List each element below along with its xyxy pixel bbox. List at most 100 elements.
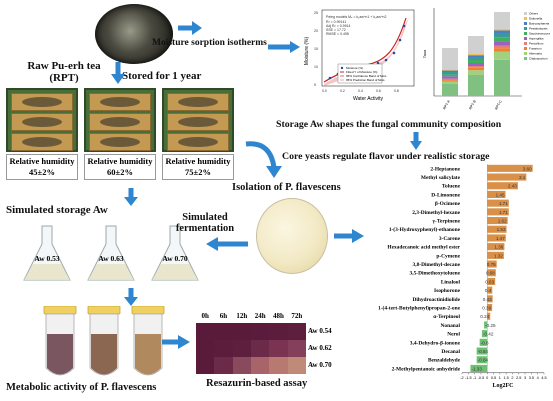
assay-well [269, 340, 288, 357]
legend-label: Others [529, 12, 539, 16]
log2fc-bar [487, 312, 491, 320]
assay-well [196, 357, 215, 374]
isotherm-legend-1: Fitted Y of Moisture (%) [346, 70, 377, 74]
stacked-bar-segment [468, 54, 484, 56]
legend-swatch [524, 52, 527, 55]
x-tick-label: 1 [499, 376, 501, 380]
stacked-bar-segment [494, 28, 510, 31]
compound-label: 3,8-Dimethyl-decane [413, 262, 461, 268]
stacked-bar-segment [494, 48, 510, 52]
stacked-bar-segment [468, 63, 484, 66]
value-label: 1.71 [499, 201, 508, 206]
assay-well [214, 340, 233, 357]
flask-liquid [152, 264, 198, 280]
x-tick-label: 2.5 [516, 376, 521, 380]
log2fc-bar [487, 190, 506, 198]
storage-boxes [6, 88, 236, 186]
stacked-bar-segment [494, 51, 510, 60]
svg-text:SSE = 17.72: SSE = 17.72 [326, 28, 346, 32]
value-label: 1.53 [497, 227, 506, 232]
x-tick-label: 0.5 [491, 376, 496, 380]
fungal-ylabel: Taxa [422, 49, 427, 58]
log2fc-bar [479, 338, 488, 346]
value-label: 1.62 [498, 218, 507, 223]
simulated-fermentation-label: Simulated fermentation [175, 212, 235, 234]
flask-aw-label: Aw 0.63 [98, 254, 124, 263]
assay-well [269, 357, 288, 374]
value-label: -0.84 [478, 349, 489, 354]
value-label: 1.71 [499, 210, 508, 215]
storage-box [84, 88, 156, 152]
value-label: 0.43 [483, 297, 492, 302]
stacked-bar-segment [442, 72, 458, 75]
assay-well [251, 323, 270, 340]
petri-dish [256, 198, 328, 274]
tea-shelf [89, 113, 151, 131]
assay-time-label: 0h [201, 312, 209, 320]
assay-row-label: Aw 0.62 [308, 344, 332, 352]
tube-liquid [91, 334, 117, 375]
x-tick-label: 0 [486, 376, 488, 380]
stacked-bar-segment [468, 66, 484, 68]
legend-label: Alternaria [529, 52, 542, 56]
tea-cake [178, 97, 218, 107]
assay-well [232, 323, 251, 340]
tea-cake [178, 117, 218, 127]
flask: Aw 0.53 [23, 225, 71, 281]
tea-shelf [11, 93, 73, 111]
fungal-x-label: RPT-B [468, 99, 477, 111]
arrow-moisture-to-chart [268, 41, 300, 53]
value-label: -0.84 [478, 358, 489, 363]
compound-label: 2-Heptanone [430, 166, 460, 172]
value-label: 3.60 [523, 166, 532, 171]
test-tube [87, 306, 121, 376]
value-label: 3.1 [519, 175, 526, 180]
compound-label: Toluene [442, 184, 461, 190]
tea-shelf [11, 113, 73, 131]
compound-label: 3,4-Dehydro-β-ionone [410, 340, 461, 346]
assay-well [232, 357, 251, 374]
assay-time-label: 48h [273, 312, 284, 320]
value-label: 0.39 [482, 305, 491, 310]
log2fc-bar [476, 347, 488, 355]
x-tick-label: 3.5 [529, 376, 534, 380]
compound-label: 2-Methylpentanoic anhydride [392, 366, 461, 372]
legend-label: Penicillium [529, 42, 544, 46]
value-label: 1.36 [494, 245, 503, 250]
x-tick-label: 4 [537, 376, 539, 380]
compound-label: p-Cymene [436, 253, 460, 259]
assay-time-label: 72h [291, 312, 303, 320]
stacked-bar-segment [442, 48, 458, 70]
stacked-bar-segment [468, 60, 484, 63]
assay-time-label: 12h [236, 312, 248, 320]
svg-text:20: 20 [314, 29, 318, 33]
log2fc-bar [487, 217, 508, 225]
tea-cake [100, 97, 140, 107]
test-tubes-row [40, 306, 190, 382]
svg-text:R² = 0.99141: R² = 0.99141 [326, 20, 346, 24]
value-label: 0.75 [487, 262, 496, 267]
compound-label: 3,5-Dimethoxytoluene [410, 271, 461, 277]
assay-time-label: 24h [254, 312, 266, 320]
compound-label: γ-Terpinene [432, 218, 461, 224]
assay-well [287, 357, 306, 374]
legend-swatch [524, 17, 527, 20]
log2fc-bar [470, 364, 488, 372]
stacked-bar-segment [494, 59, 510, 96]
legend-swatch [524, 22, 527, 25]
stacked-bar-segment [468, 67, 484, 71]
metabolic-title: Metabolic activity of P. flavescens [6, 382, 157, 393]
compound-label: 1-(3-Hydroxyphenyl)-ethanone [389, 226, 461, 233]
legend-swatch [524, 47, 527, 50]
raw-tea-photo [95, 4, 173, 64]
x-tick-label: 4.5 [541, 376, 546, 380]
legend-label: Pestalotiopsis [529, 27, 548, 31]
test-tube [131, 306, 165, 376]
stacked-bar-segment [494, 12, 510, 29]
compound-label: Decanal [441, 349, 460, 355]
tea-shelf [167, 93, 229, 111]
arrow-to-isotherm [178, 21, 202, 35]
simulated-storage-title: Simulated storage Aw [6, 204, 108, 216]
legend-swatch [524, 42, 527, 45]
